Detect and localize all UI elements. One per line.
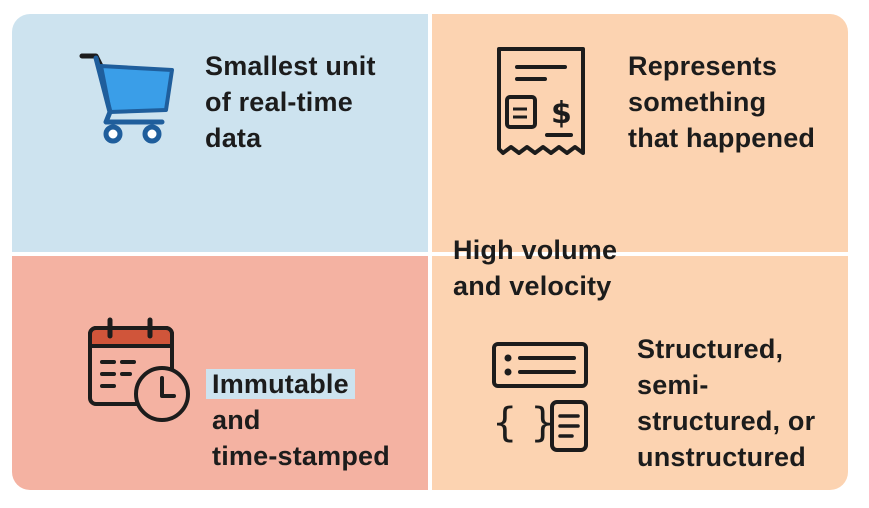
tile-represents <box>432 14 848 252</box>
label-smallest-unit: Smallest unit of real-time data <box>205 51 376 153</box>
calendar-clock-icon <box>86 316 196 428</box>
svg-text:$: $ <box>551 96 572 131</box>
label-structured: Structured, semi- structured, or unstruc… <box>637 334 816 472</box>
label-high-volume: High volume and velocity <box>453 235 618 301</box>
structured-data-icon: { } <box>490 340 594 456</box>
label-immutable-rest: and time-stamped <box>212 405 390 471</box>
svg-text:{ }: { } <box>492 400 556 446</box>
receipt-dollar-icon: $ <box>493 45 589 163</box>
shopping-cart-icon <box>76 48 176 148</box>
label-immutable-highlight: Immutable <box>206 369 355 399</box>
tile-structured <box>432 256 848 490</box>
label-immutable: Immutable and time-stamped <box>206 366 422 474</box>
label-represents: Represents something that happened <box>628 51 816 153</box>
